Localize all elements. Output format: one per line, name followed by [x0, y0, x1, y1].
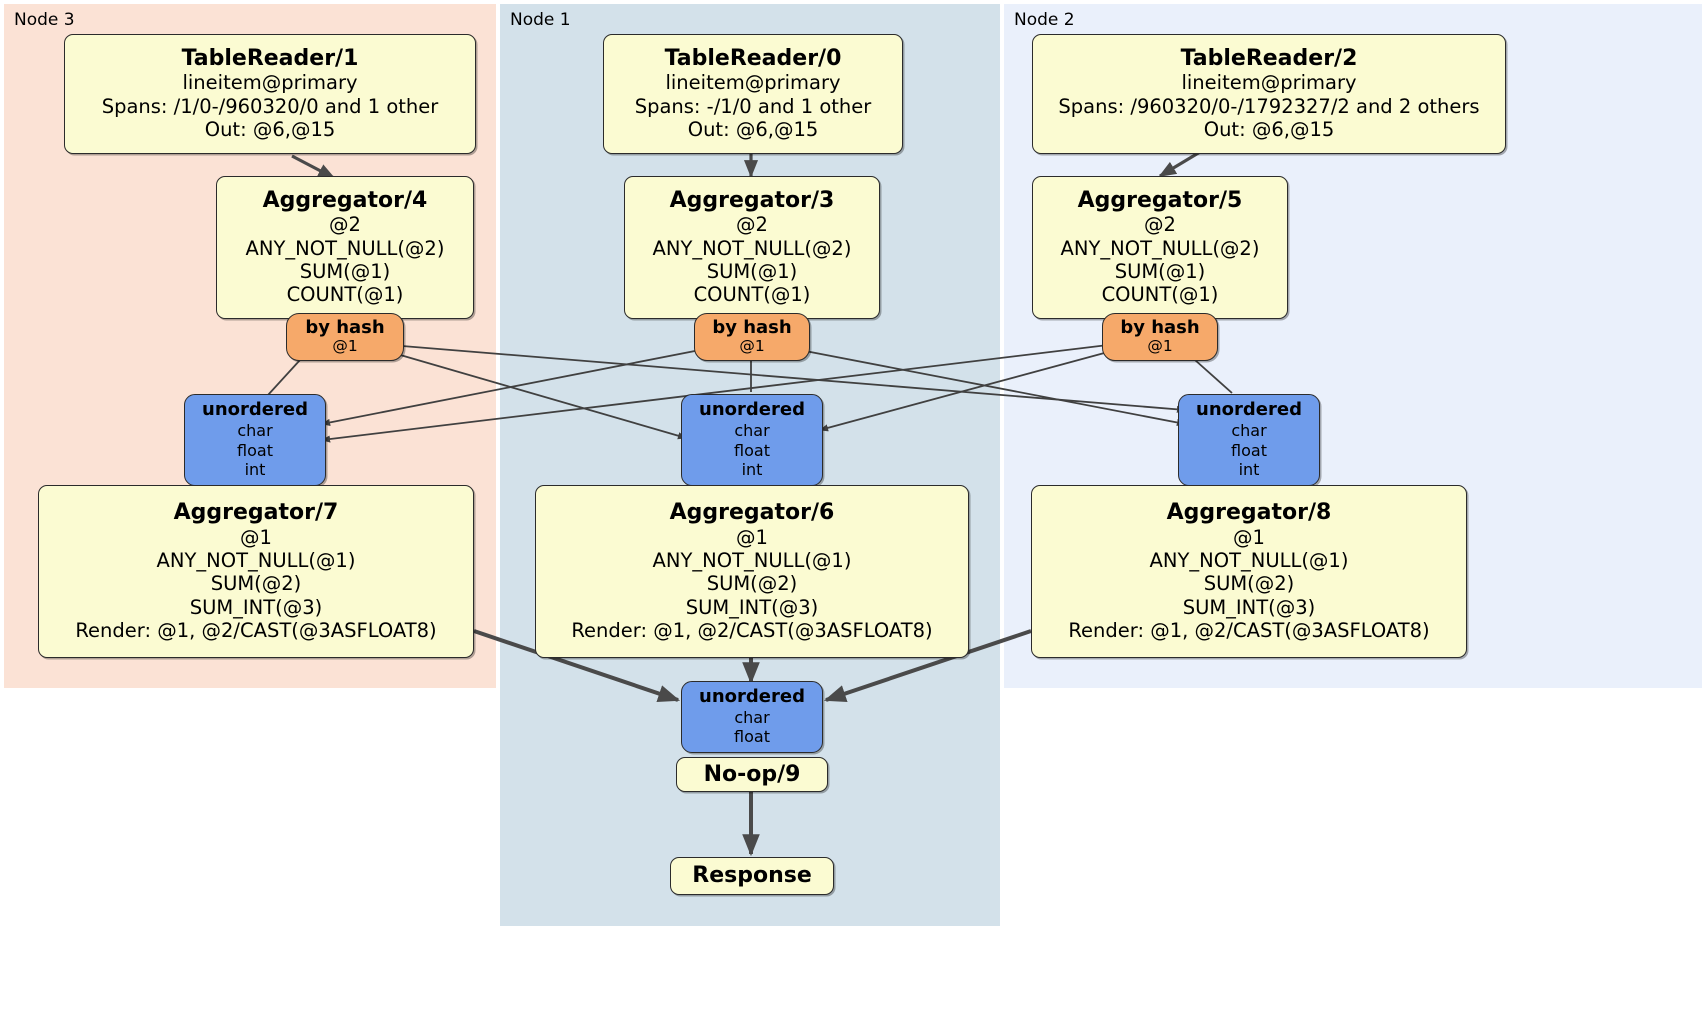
processor-tablereader-1[interactable]: TableReader/1 lineitem@primary Spans: /1…: [64, 34, 476, 154]
processor-line: @1: [1233, 525, 1265, 549]
processor-line: ANY_NOT_NULL(@2): [652, 236, 852, 260]
processor-aggregator-7[interactable]: Aggregator/7 @1 ANY_NOT_NULL(@1) SUM(@2)…: [38, 485, 474, 658]
router-title: by hash: [305, 317, 385, 339]
processor-line: Out: @6,@15: [204, 118, 336, 142]
receiver-title: unordered: [202, 399, 308, 421]
processor-line: @1: [736, 525, 768, 549]
processor-line: ANY_NOT_NULL(@1): [1149, 548, 1349, 572]
processor-line: lineitem@primary: [665, 71, 841, 95]
receiver-line: float: [734, 440, 770, 460]
processor-line: Spans: -/1/0 and 1 other: [634, 94, 872, 118]
node-region-label-node1: Node 1: [510, 10, 571, 30]
processor-noop-9[interactable]: No-op/9: [676, 757, 828, 792]
processor-line: ANY_NOT_NULL(@1): [156, 548, 356, 572]
processor-line: SUM(@2): [1203, 572, 1295, 596]
receiver-line: char: [1231, 421, 1267, 441]
receiver-line: float: [734, 727, 770, 747]
processor-title: Aggregator/3: [669, 188, 835, 214]
receiver-title: unordered: [699, 399, 805, 421]
processor-line: SUM_INT(@3): [189, 595, 323, 619]
processor-line: ANY_NOT_NULL(@2): [245, 236, 445, 260]
processor-title: Aggregator/7: [173, 500, 339, 526]
processor-line: SUM_INT(@3): [1182, 595, 1316, 619]
processor-line: Render: @1, @2/CAST(@3ASFLOAT8): [1068, 619, 1430, 643]
node-region-label-node2: Node 2: [1014, 10, 1075, 30]
processor-aggregator-6[interactable]: Aggregator/6 @1 ANY_NOT_NULL(@1) SUM(@2)…: [535, 485, 969, 658]
processor-line: SUM(@1): [299, 260, 391, 284]
router-node2-by-hash[interactable]: by hash @1: [1102, 313, 1218, 361]
processor-line: Spans: /960320/0-/1792327/2 and 2 others: [1058, 94, 1480, 118]
processor-line: @1: [240, 525, 272, 549]
processor-title: No-op/9: [703, 761, 801, 787]
processor-line: Render: @1, @2/CAST(@3ASFLOAT8): [571, 619, 933, 643]
node-region-label-node3: Node 3: [14, 10, 75, 30]
processor-aggregator-4[interactable]: Aggregator/4 @2 ANY_NOT_NULL(@2) SUM(@1)…: [216, 176, 474, 319]
receiver-line: char: [734, 707, 770, 727]
processor-line: Out: @6,@15: [1203, 118, 1335, 142]
processor-aggregator-5[interactable]: Aggregator/5 @2 ANY_NOT_NULL(@2) SUM(@1)…: [1032, 176, 1288, 319]
processor-line: lineitem@primary: [182, 71, 358, 95]
receiver-line: char: [734, 421, 770, 441]
processor-line: SUM(@1): [706, 260, 798, 284]
receiver-line: int: [244, 460, 266, 480]
processor-line: SUM_INT(@3): [685, 595, 819, 619]
processor-line: ANY_NOT_NULL(@1): [652, 548, 852, 572]
processor-tablereader-2[interactable]: TableReader/2 lineitem@primary Spans: /9…: [1032, 34, 1506, 154]
receiver-line: float: [237, 440, 273, 460]
processor-line: Out: @6,@15: [687, 118, 819, 142]
processor-line: ANY_NOT_NULL(@2): [1060, 236, 1260, 260]
receiver-title: unordered: [699, 686, 805, 708]
processor-line: @2: [329, 213, 361, 237]
processor-aggregator-3[interactable]: Aggregator/3 @2 ANY_NOT_NULL(@2) SUM(@1)…: [624, 176, 880, 319]
processor-title: Aggregator/6: [669, 500, 835, 526]
router-line: @1: [739, 336, 765, 355]
processor-line: Render: @1, @2/CAST(@3ASFLOAT8): [75, 619, 437, 643]
processor-line: COUNT(@1): [286, 283, 404, 307]
receiver-line: char: [237, 421, 273, 441]
processor-line: SUM(@2): [706, 572, 798, 596]
processor-title: TableReader/0: [664, 46, 842, 72]
processor-tablereader-0[interactable]: TableReader/0 lineitem@primary Spans: -/…: [603, 34, 903, 154]
router-title: by hash: [712, 317, 792, 339]
receiver-line: float: [1231, 440, 1267, 460]
receiver-final-unordered[interactable]: unordered char float: [681, 681, 823, 753]
processor-title: Response: [692, 863, 812, 889]
receiver-node1-unordered[interactable]: unordered char float int: [681, 394, 823, 486]
processor-title: Aggregator/8: [1166, 500, 1332, 526]
processor-line: Spans: /1/0-/960320/0 and 1 other: [101, 94, 439, 118]
receiver-node2-unordered[interactable]: unordered char float int: [1178, 394, 1320, 486]
receiver-line: int: [741, 460, 763, 480]
processor-line: SUM(@1): [1114, 260, 1206, 284]
router-title: by hash: [1120, 317, 1200, 339]
processor-line: COUNT(@1): [1101, 283, 1219, 307]
processor-line: lineitem@primary: [1181, 71, 1357, 95]
processor-title: TableReader/2: [1180, 46, 1358, 72]
processor-title: TableReader/1: [181, 46, 359, 72]
router-node3-by-hash[interactable]: by hash @1: [286, 313, 404, 361]
receiver-line: int: [1238, 460, 1260, 480]
processor-title: Aggregator/4: [262, 188, 428, 214]
processor-line: COUNT(@1): [693, 283, 811, 307]
receiver-title: unordered: [1196, 399, 1302, 421]
router-node1-by-hash[interactable]: by hash @1: [694, 313, 810, 361]
processor-line: SUM(@2): [210, 572, 302, 596]
processor-aggregator-8[interactable]: Aggregator/8 @1 ANY_NOT_NULL(@1) SUM(@2)…: [1031, 485, 1467, 658]
processor-response[interactable]: Response: [670, 857, 834, 895]
processor-title: Aggregator/5: [1077, 188, 1243, 214]
receiver-node3-unordered[interactable]: unordered char float int: [184, 394, 326, 486]
router-line: @1: [1147, 336, 1173, 355]
router-line: @1: [332, 336, 358, 355]
processor-line: @2: [736, 213, 768, 237]
processor-line: @2: [1144, 213, 1176, 237]
